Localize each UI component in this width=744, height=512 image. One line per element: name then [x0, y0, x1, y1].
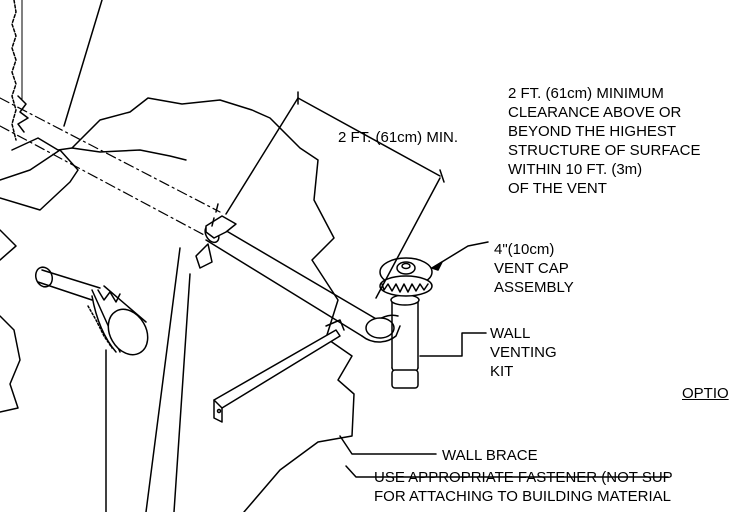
- clearance-note: 2 FT. (61cm) MINIMUM CLEARANCE ABOVE OR …: [508, 84, 701, 198]
- guide-lines: [0, 97, 221, 237]
- fastener-note: USE APPROPRIATE FASTENER (NOT SUP FOR AT…: [374, 468, 673, 506]
- fastener-line: FOR ATTACHING TO BUILDING MATERIAL: [374, 488, 671, 505]
- wall-brace: [213, 319, 345, 423]
- building-wall-outline: [11, 97, 355, 512]
- clearance-line: WITHIN 10 FT. (3m): [508, 161, 643, 178]
- clearance-line: CLEARANCE ABOVE OR: [508, 104, 682, 121]
- wall-brace-label: WALL BRACE: [442, 447, 538, 464]
- wall-kit-line: WALL: [490, 325, 531, 342]
- vent-cap-line: 4"(10cm): [494, 241, 555, 258]
- vent-cap-line: VENT CAP: [494, 260, 569, 277]
- roof-ridge: [71, 147, 187, 161]
- vent-cap-label: 4"(10cm) VENT CAP ASSEMBLY: [494, 240, 574, 297]
- clearance-line: 2 FT. (61cm) MINIMUM: [508, 85, 664, 102]
- chain: [11, 0, 29, 141]
- clearance-line: OF THE VENT: [508, 180, 607, 197]
- leaders: [105, 241, 669, 512]
- wall-kit-line: KIT: [490, 363, 514, 380]
- left-diag: [0, 229, 17, 261]
- roof-vent-pipe: [34, 266, 149, 356]
- dimension-line: [225, 91, 445, 299]
- clearance-line: STRUCTURE OF SURFACE: [508, 142, 701, 159]
- fastener-line: USE APPROPRIATE FASTENER (NOT SUP: [374, 469, 673, 486]
- clearance-line: BEYOND THE HIGHEST: [508, 123, 677, 140]
- min-dimension-label: 2 FT. (61cm) MIN.: [338, 129, 459, 146]
- wall-kit-label: WALL VENTING KIT: [490, 324, 557, 381]
- vent-cap-line: ASSEMBLY: [494, 279, 574, 296]
- left-wall-edge: [0, 315, 21, 413]
- top-left-leader: [63, 0, 103, 127]
- optional-heading: OPTIO: [682, 385, 729, 402]
- wall-kit-line: VENTING: [490, 344, 557, 361]
- vent-pipe: [195, 203, 420, 389]
- roof-left-fold: [0, 149, 79, 211]
